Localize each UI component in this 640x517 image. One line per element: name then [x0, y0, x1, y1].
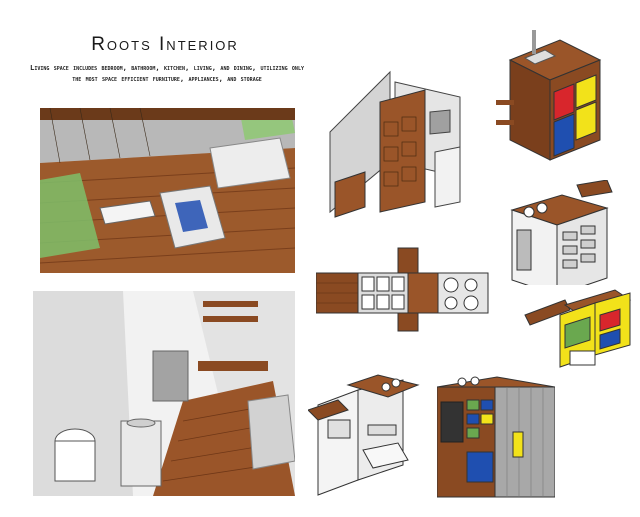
folding-cabinet-plan-render: [316, 243, 496, 338]
bathroom-kitchen-render: [33, 291, 295, 496]
cabin-cutaway-render: [320, 62, 475, 222]
kitchen-cabinet-render: [497, 180, 615, 298]
white-cabinet-drawer-render: [308, 365, 426, 500]
wood-color-cabinet-render: [437, 372, 555, 500]
aerial-interior-render: [40, 108, 295, 273]
page-description: Living space includes bedroom, bathroom,…: [30, 63, 304, 83]
open-color-cabinet-render: [520, 285, 635, 380]
color-storage-cube-render: [490, 20, 605, 165]
page-title: Roots Interior: [91, 34, 239, 55]
